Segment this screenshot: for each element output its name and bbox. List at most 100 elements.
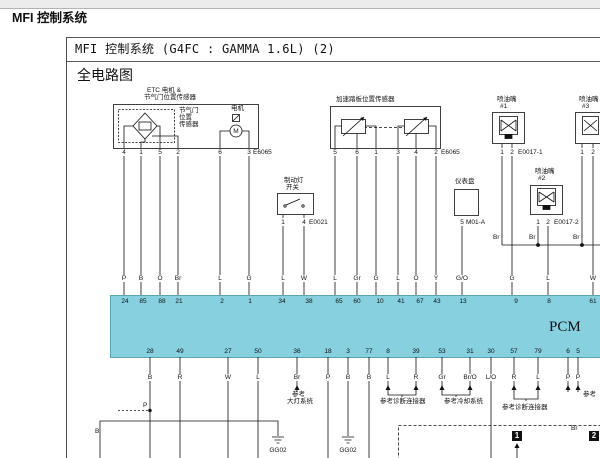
pcm-top-pin: 88 bbox=[158, 298, 166, 305]
aps-pin: 6 bbox=[355, 149, 359, 156]
wire-color-bottom-br: Br bbox=[571, 425, 578, 432]
injector-3-label-line1: 喷油嘴 bbox=[579, 96, 599, 103]
injector-supply-bus bbox=[502, 243, 600, 247]
ref-headlamp-line2: 大灯系统 bbox=[287, 398, 313, 405]
injector-1-connector-id: E0017-1 bbox=[518, 149, 543, 156]
pcm-top-pin: 60 bbox=[353, 298, 361, 305]
injector-3-component bbox=[575, 112, 600, 295]
wire-color-top: L bbox=[545, 275, 551, 282]
pcm-bottom-pin: 8 bbox=[386, 348, 390, 355]
wire-color-bottom: B bbox=[147, 374, 153, 381]
wire-color-top: Gr bbox=[352, 275, 362, 282]
aps-pin: 3 bbox=[396, 149, 400, 156]
pcm-bottom-pin: 39 bbox=[412, 348, 420, 355]
wire-color-top: L bbox=[395, 275, 401, 282]
wire-color-bottom: Br/O bbox=[462, 374, 478, 381]
ref-right: 参考 bbox=[583, 391, 596, 398]
ref-diagnostic-connector-1: 参考诊断连接器 bbox=[380, 398, 426, 405]
injector-supply-wire-color: Br bbox=[529, 234, 536, 241]
pcm-bottom-pin: 3 bbox=[346, 348, 350, 355]
ref-cooling-system: 参考冷却系统 bbox=[444, 398, 483, 405]
pcm-top-pin: 10 bbox=[376, 298, 384, 305]
etc-wires bbox=[123, 156, 250, 295]
pcm-box bbox=[110, 295, 600, 358]
wire-color-bottom: P bbox=[325, 374, 331, 381]
pcm-top-pin: 43 bbox=[433, 298, 441, 305]
injector-3-pin: 2 bbox=[591, 149, 595, 156]
pcm-bottom-pin: 27 bbox=[224, 348, 232, 355]
section-title: MFI 控制系统 bbox=[12, 11, 87, 25]
wire-color-top: G bbox=[372, 275, 380, 282]
injector-1-label-line2: #1 bbox=[500, 103, 508, 110]
wire-color-top: G bbox=[508, 275, 516, 282]
dashed-subcircuit-box bbox=[398, 425, 600, 458]
wire-color-bottom: Gr bbox=[437, 374, 447, 381]
pcm-label: PCM bbox=[549, 319, 581, 335]
marker-1: 1 bbox=[512, 431, 522, 441]
diagram-title: MFI 控制系统 (G4FC : GAMMA 1.6L) (2) bbox=[75, 42, 335, 56]
aps-pin: 4 bbox=[414, 149, 418, 156]
pcm-bottom-pin: 53 bbox=[438, 348, 446, 355]
ground-label: GG02 bbox=[269, 447, 287, 454]
pcm-bottom-pin: 49 bbox=[176, 348, 184, 355]
aps-title: 加速踏板位置传感器 bbox=[336, 96, 395, 103]
tps-label-line1: 节气门 bbox=[179, 107, 199, 114]
marker-2: 2 bbox=[589, 431, 599, 441]
pcm-bottom-pin: 36 bbox=[293, 348, 301, 355]
wire-color-bottom: W bbox=[224, 374, 232, 381]
pcm-top-pin: 67 bbox=[416, 298, 424, 305]
wire-color-bottom: Br bbox=[293, 374, 301, 381]
wire-color-bottom: R bbox=[511, 374, 517, 381]
injector-supply-wire-color: Br bbox=[573, 234, 580, 241]
ref-headlamp-line1: 参考 bbox=[292, 391, 305, 398]
etc-connector-id: E6065 bbox=[253, 149, 272, 156]
brake-switch-label-line2: 开关 bbox=[286, 184, 299, 191]
injector-1-label-line1: 喷油嘴 bbox=[497, 96, 517, 103]
wire-color-top: O bbox=[156, 275, 164, 282]
wire-color-top: G/O bbox=[455, 275, 469, 282]
etc-pin: 3 bbox=[247, 149, 251, 156]
etc-pin: 2 bbox=[176, 149, 180, 156]
wire-color-bottom: L bbox=[385, 374, 391, 381]
etc-pin: 1 bbox=[139, 149, 143, 156]
wire-color-top: P bbox=[121, 275, 127, 282]
cluster-connector-id: M01-A bbox=[466, 219, 486, 226]
cluster-label: 仪表盘 bbox=[455, 178, 475, 185]
aps-pin: 1 bbox=[374, 149, 378, 156]
wire-color-top: B bbox=[138, 275, 144, 282]
pcm-bottom-pin: 31 bbox=[466, 348, 474, 355]
ref-diagnostic-connector-2: 参考诊断连接器 bbox=[502, 404, 548, 411]
brake-switch-pin: 4 bbox=[302, 219, 306, 226]
pcm-top-pin: 24 bbox=[121, 298, 129, 305]
pcm-top-pin: 13 bbox=[459, 298, 467, 305]
injector-1-pin: 2 bbox=[510, 149, 514, 156]
wire-color-top: O bbox=[412, 275, 420, 282]
pcm-bottom-pin: 79 bbox=[534, 348, 542, 355]
aps-pin: 2 bbox=[434, 149, 438, 156]
wire-color-bottom: L/O bbox=[485, 374, 497, 381]
wire-color-top: W bbox=[300, 275, 308, 282]
cluster-component bbox=[454, 189, 479, 295]
wire-color-bottom: L bbox=[535, 374, 541, 381]
wire-color-top: G bbox=[245, 275, 253, 282]
pcm-bottom-pin: 28 bbox=[146, 348, 154, 355]
pcm-bottom-pin: 30 bbox=[487, 348, 495, 355]
injector-1-component bbox=[492, 112, 525, 295]
pcm-bottom-pin: 57 bbox=[510, 348, 518, 355]
injector-2-label-line2: #2 bbox=[538, 175, 546, 182]
brake-switch-pin: 1 bbox=[281, 219, 285, 226]
injector-3-pin: 1 bbox=[580, 149, 584, 156]
pcm-top-pin: 2 bbox=[220, 298, 224, 305]
pcm-bottom-pin: 6 bbox=[566, 348, 570, 355]
pcm-top-pin: 41 bbox=[397, 298, 405, 305]
aps-component bbox=[330, 106, 441, 149]
brake-switch-component bbox=[277, 193, 314, 295]
wire-color-bottom: B bbox=[366, 374, 372, 381]
etc-title-line1: ETC 电机 & bbox=[147, 87, 181, 94]
pcm-top-pin: 21 bbox=[175, 298, 183, 305]
wire-color-left-p: P bbox=[143, 402, 148, 409]
aps-pin: 5 bbox=[333, 149, 337, 156]
injector-supply-wire-color: Br bbox=[493, 234, 500, 241]
pcm-bottom-pin: 50 bbox=[254, 348, 262, 355]
